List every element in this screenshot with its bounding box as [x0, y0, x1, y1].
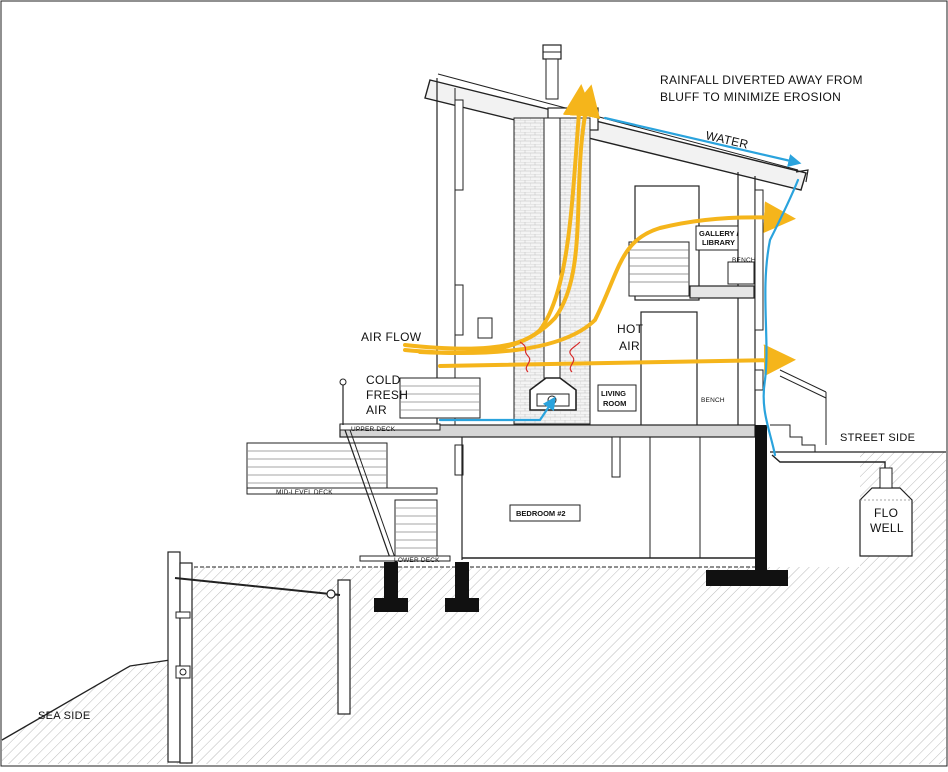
footing-street: [706, 570, 788, 586]
interior-door: [640, 311, 698, 427]
bench-upper-label: BENCH: [732, 257, 756, 264]
cold-air-label-3: AIR: [366, 403, 387, 417]
hot-air-label-2: AIR: [619, 339, 640, 353]
street-side-label: STREET SIDE: [840, 432, 915, 444]
hot-air-label-1: HOT: [617, 322, 644, 336]
lower-deck-label: LOWER DECK: [394, 557, 440, 564]
flo-well: [771, 454, 913, 557]
cold-air-label-2: FRESH: [366, 388, 408, 402]
foundation-wall: [755, 425, 767, 570]
living-room-tag-box: [597, 384, 637, 412]
gallery-label-2: LIBRARY: [702, 238, 735, 247]
gallery-loft: [628, 185, 755, 301]
living-room-label-2: ROOM: [603, 399, 626, 408]
living-room-label-1: LIVING: [601, 389, 626, 398]
flo-well-label-2: WELL: [870, 521, 904, 535]
air-flow-label: AIR FLOW: [361, 330, 422, 344]
rainfall-note-line1: RAINFALL DIVERTED AWAY FROM: [660, 73, 863, 87]
retaining-wall: [167, 551, 351, 764]
rainfall-note-line2: BLUFF TO MINIMIZE EROSION: [660, 90, 841, 104]
sea-side-label: SEA SIDE: [38, 710, 91, 722]
labels: RAINFALL DIVERTED AWAY FROM BLUFF TO MIN…: [38, 73, 915, 722]
footings: [374, 562, 479, 612]
mid-deck-label: MID-LEVEL DECK: [276, 489, 333, 496]
heat-waves: [519, 341, 581, 373]
bedroom-level: [461, 436, 755, 560]
air-flow-arrows: [403, 84, 796, 377]
cold-air-label-1: COLD: [366, 373, 401, 387]
flo-well-label-1: FLO: [874, 506, 898, 520]
bluff-slope: [1, 659, 171, 741]
roof: [424, 73, 809, 191]
water-arrows: [438, 116, 802, 457]
decks: [246, 377, 481, 562]
bench-lower-label: BENCH: [701, 397, 725, 404]
bedroom-label: BEDROOM #2: [516, 509, 566, 518]
gallery-label-1: GALLERY /: [699, 229, 740, 238]
upper-deck-label: UPPER DECK: [351, 426, 396, 433]
